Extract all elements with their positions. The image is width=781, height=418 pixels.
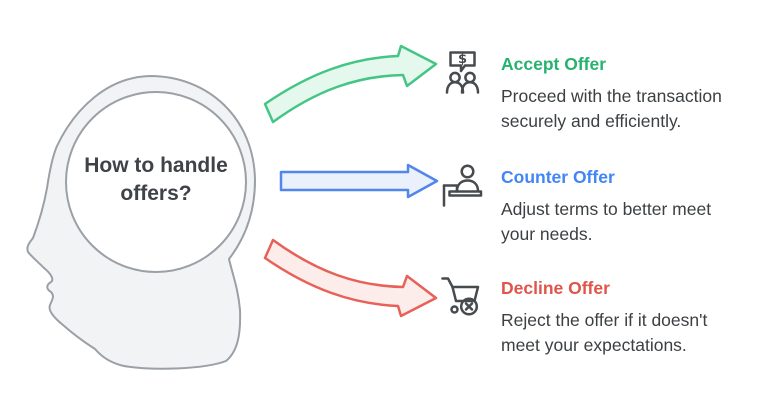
option-description-counter: Adjust terms to better meet your needs. (501, 199, 712, 244)
person-at-counter-icon (442, 164, 483, 207)
counter-arrow (279, 163, 439, 199)
option-decline: Decline Offer Reject the offer if it doe… (437, 266, 767, 358)
option-heading-decline: Decline Offer (501, 278, 610, 298)
option-counter: Counter Offer Adjust terms to better mee… (437, 155, 767, 247)
option-accept: $ Accept Offer Proceed with the transact… (437, 42, 767, 134)
option-description-decline: Reject the offer if it doesn't meet your… (501, 310, 708, 355)
central-question: How to handle offers? (84, 154, 228, 205)
option-description-accept: Proceed with the transaction securely an… (501, 86, 722, 131)
thought-circle (65, 91, 247, 273)
option-heading-counter: Counter Offer (501, 167, 615, 187)
cart-cancel-icon (441, 277, 480, 316)
option-heading-accept: Accept Offer (501, 54, 607, 74)
accept-arrow (263, 44, 438, 124)
people-money-talk-icon: $ (445, 51, 480, 94)
svg-text:$: $ (458, 52, 467, 67)
decline-arrow (263, 238, 438, 318)
